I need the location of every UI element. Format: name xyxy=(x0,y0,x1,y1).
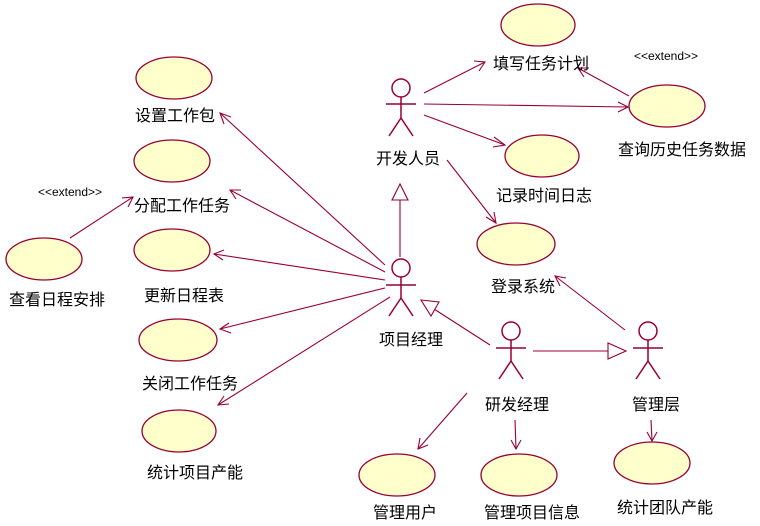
use-case-team-capacity-label: 统计团队产能 xyxy=(617,498,713,517)
actor-developer-label: 开发人员 xyxy=(376,149,440,168)
assoc-developer-fill-task-plan xyxy=(423,60,486,94)
use-case-update-schedule xyxy=(133,228,211,272)
assoc-developer-record-time-log xyxy=(423,114,507,148)
use-case-view-schedule-label: 查看日程安排 xyxy=(9,290,105,309)
use-case-login xyxy=(476,222,556,266)
use-case-fill-task-plan-label: 填写任务计划 xyxy=(493,54,589,73)
extend-label-left: <<extend>> xyxy=(38,185,102,199)
use-case-close-task-label: 关闭工作任务 xyxy=(142,374,238,393)
use-case-login-label: 登录系统 xyxy=(491,277,555,296)
generalization-pm-developer xyxy=(391,182,409,257)
actor-rd-manager-label: 研发经理 xyxy=(485,395,549,414)
assoc-management-team-capacity xyxy=(646,419,658,443)
use-case-manage-users-label: 管理用户 xyxy=(373,503,437,522)
assoc-developer-login xyxy=(446,159,497,225)
generalization-rd-management xyxy=(533,342,628,360)
extend-query-to-fill xyxy=(576,67,630,97)
use-case-project-capacity xyxy=(141,409,217,453)
assoc-pm-project-capacity xyxy=(216,296,391,406)
use-case-update-schedule-label: 更新日程表 xyxy=(144,286,224,305)
assoc-rd-manage-users xyxy=(417,392,468,450)
use-case-query-history xyxy=(628,84,706,128)
use-case-record-time-log xyxy=(504,134,580,178)
assoc-pm-assign-task xyxy=(228,189,386,273)
use-case-record-time-log-label: 记录时间日志 xyxy=(496,186,592,205)
assoc-rd-manage-project-info xyxy=(510,419,522,451)
use-case-manage-users xyxy=(358,453,436,497)
actor-project-manager-icon xyxy=(386,258,416,317)
use-case-view-schedule xyxy=(5,237,83,281)
use-case-set-work-package xyxy=(135,56,213,100)
use-case-assign-task-label: 分配工作任务 xyxy=(134,196,230,215)
use-case-query-history-label: 查询历史任务数据 xyxy=(618,140,746,159)
assoc-pm-close-task xyxy=(218,287,386,334)
use-case-project-capacity-label: 统计项目产能 xyxy=(147,463,243,482)
use-case-manage-project-info xyxy=(480,453,558,497)
actor-management-icon xyxy=(633,321,663,380)
generalization-rd-pm xyxy=(419,299,491,346)
actor-project-manager-label: 项目经理 xyxy=(379,330,443,349)
use-case-set-work-package-label: 设置工作包 xyxy=(135,106,215,125)
use-case-fill-task-plan xyxy=(500,3,576,47)
extend-view-to-assign xyxy=(69,196,134,239)
use-case-manage-project-info-label: 管理项目信息 xyxy=(484,503,580,522)
assoc-pm-update-schedule xyxy=(212,249,386,281)
assoc-pm-set-work-package xyxy=(219,112,386,266)
assoc-developer-query-history xyxy=(423,101,630,113)
assoc-management-login xyxy=(554,275,626,331)
actor-developer-icon xyxy=(386,78,416,137)
use-case-close-task xyxy=(138,318,218,362)
use-case-team-capacity xyxy=(613,441,691,485)
use-case-assign-task xyxy=(133,139,211,183)
extend-label-top: <<extend>> xyxy=(634,49,698,63)
actor-management-label: 管理层 xyxy=(632,395,680,414)
actor-rd-manager-icon xyxy=(496,321,526,380)
